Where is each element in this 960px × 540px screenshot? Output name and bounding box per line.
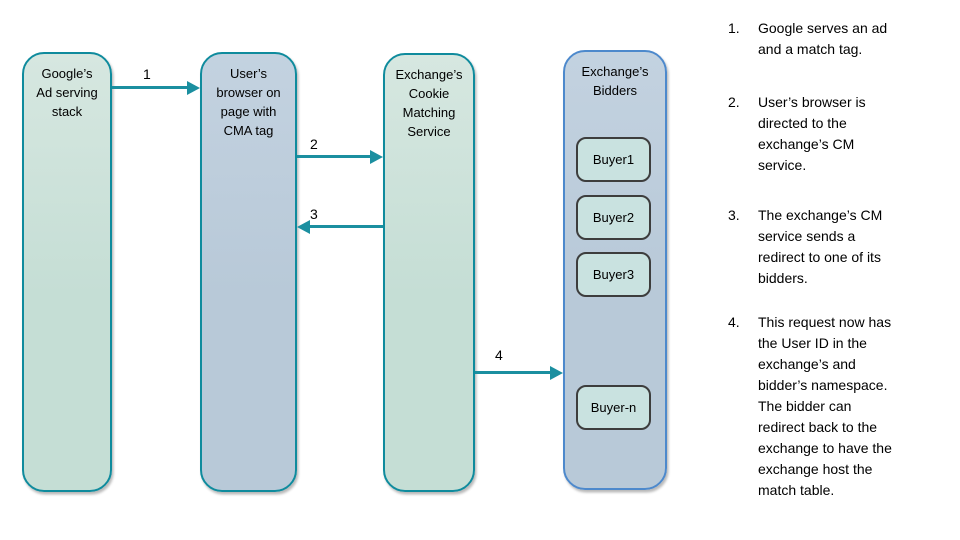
- step-text-4: This request now has the User ID in the …: [758, 314, 892, 498]
- node-cm-label: Exchange’s Cookie Matching Service: [395, 67, 463, 139]
- arrow-step-2: [297, 150, 383, 164]
- arrow-label-1: 1: [143, 66, 151, 82]
- buyer-box-n: Buyer-n: [576, 385, 651, 430]
- arrowhead-right-icon: [370, 150, 383, 164]
- steps-list: 1. Google serves an ad and a match tag. …: [728, 18, 940, 501]
- buyer-box-1: Buyer1: [576, 137, 651, 182]
- step-number-2: 2.: [728, 94, 740, 110]
- step-item-3: 3. The exchange’s CM service sends a red…: [728, 205, 940, 289]
- step-text-2: User’s browser is directed to the exchan…: [758, 94, 866, 173]
- arrow-step-4: [475, 366, 563, 380]
- step-item-4: 4. This request now has the User ID in t…: [728, 312, 940, 501]
- node-exchange-bidders: Exchange’s Bidders Buyer1 Buyer2 Buyer3 …: [563, 50, 667, 490]
- arrow-step-1-line: [112, 86, 188, 89]
- arrow-step-3: [297, 220, 383, 234]
- arrow-label-3: 3: [310, 206, 318, 222]
- node-bidders-label: Exchange’s Bidders: [581, 64, 649, 98]
- step-number-4: 4.: [728, 314, 740, 330]
- arrow-step-1: [112, 81, 200, 95]
- step-text-3: The exchange’s CM service sends a redire…: [758, 207, 883, 286]
- node-browser-label: User’s browser on page with CMA tag: [216, 66, 281, 138]
- buyer-box-2: Buyer2: [576, 195, 651, 240]
- arrow-label-2: 2: [310, 136, 318, 152]
- step-number-3: 3.: [728, 207, 740, 223]
- step-text-1: Google serves an ad and a match tag.: [758, 20, 888, 57]
- step-item-2: 2. User’s browser is directed to the exc…: [728, 92, 940, 176]
- arrow-label-4: 4: [495, 347, 503, 363]
- arrow-step-2-line: [297, 155, 371, 158]
- arrowhead-right-icon: [550, 366, 563, 380]
- node-google-label: Google’s Ad serving stack: [36, 66, 98, 119]
- arrowhead-right-icon: [187, 81, 200, 95]
- arrowhead-left-icon: [297, 220, 310, 234]
- arrow-step-4-line: [475, 371, 551, 374]
- step-item-1: 1. Google serves an ad and a match tag.: [728, 18, 940, 60]
- node-user-browser: User’s browser on page with CMA tag: [200, 52, 297, 492]
- node-cookie-matching-service: Exchange’s Cookie Matching Service: [383, 53, 475, 492]
- step-number-1: 1.: [728, 20, 740, 36]
- arrow-step-3-line: [309, 225, 383, 228]
- buyer-box-3: Buyer3: [576, 252, 651, 297]
- node-google-ad-serving-stack: Google’s Ad serving stack: [22, 52, 112, 492]
